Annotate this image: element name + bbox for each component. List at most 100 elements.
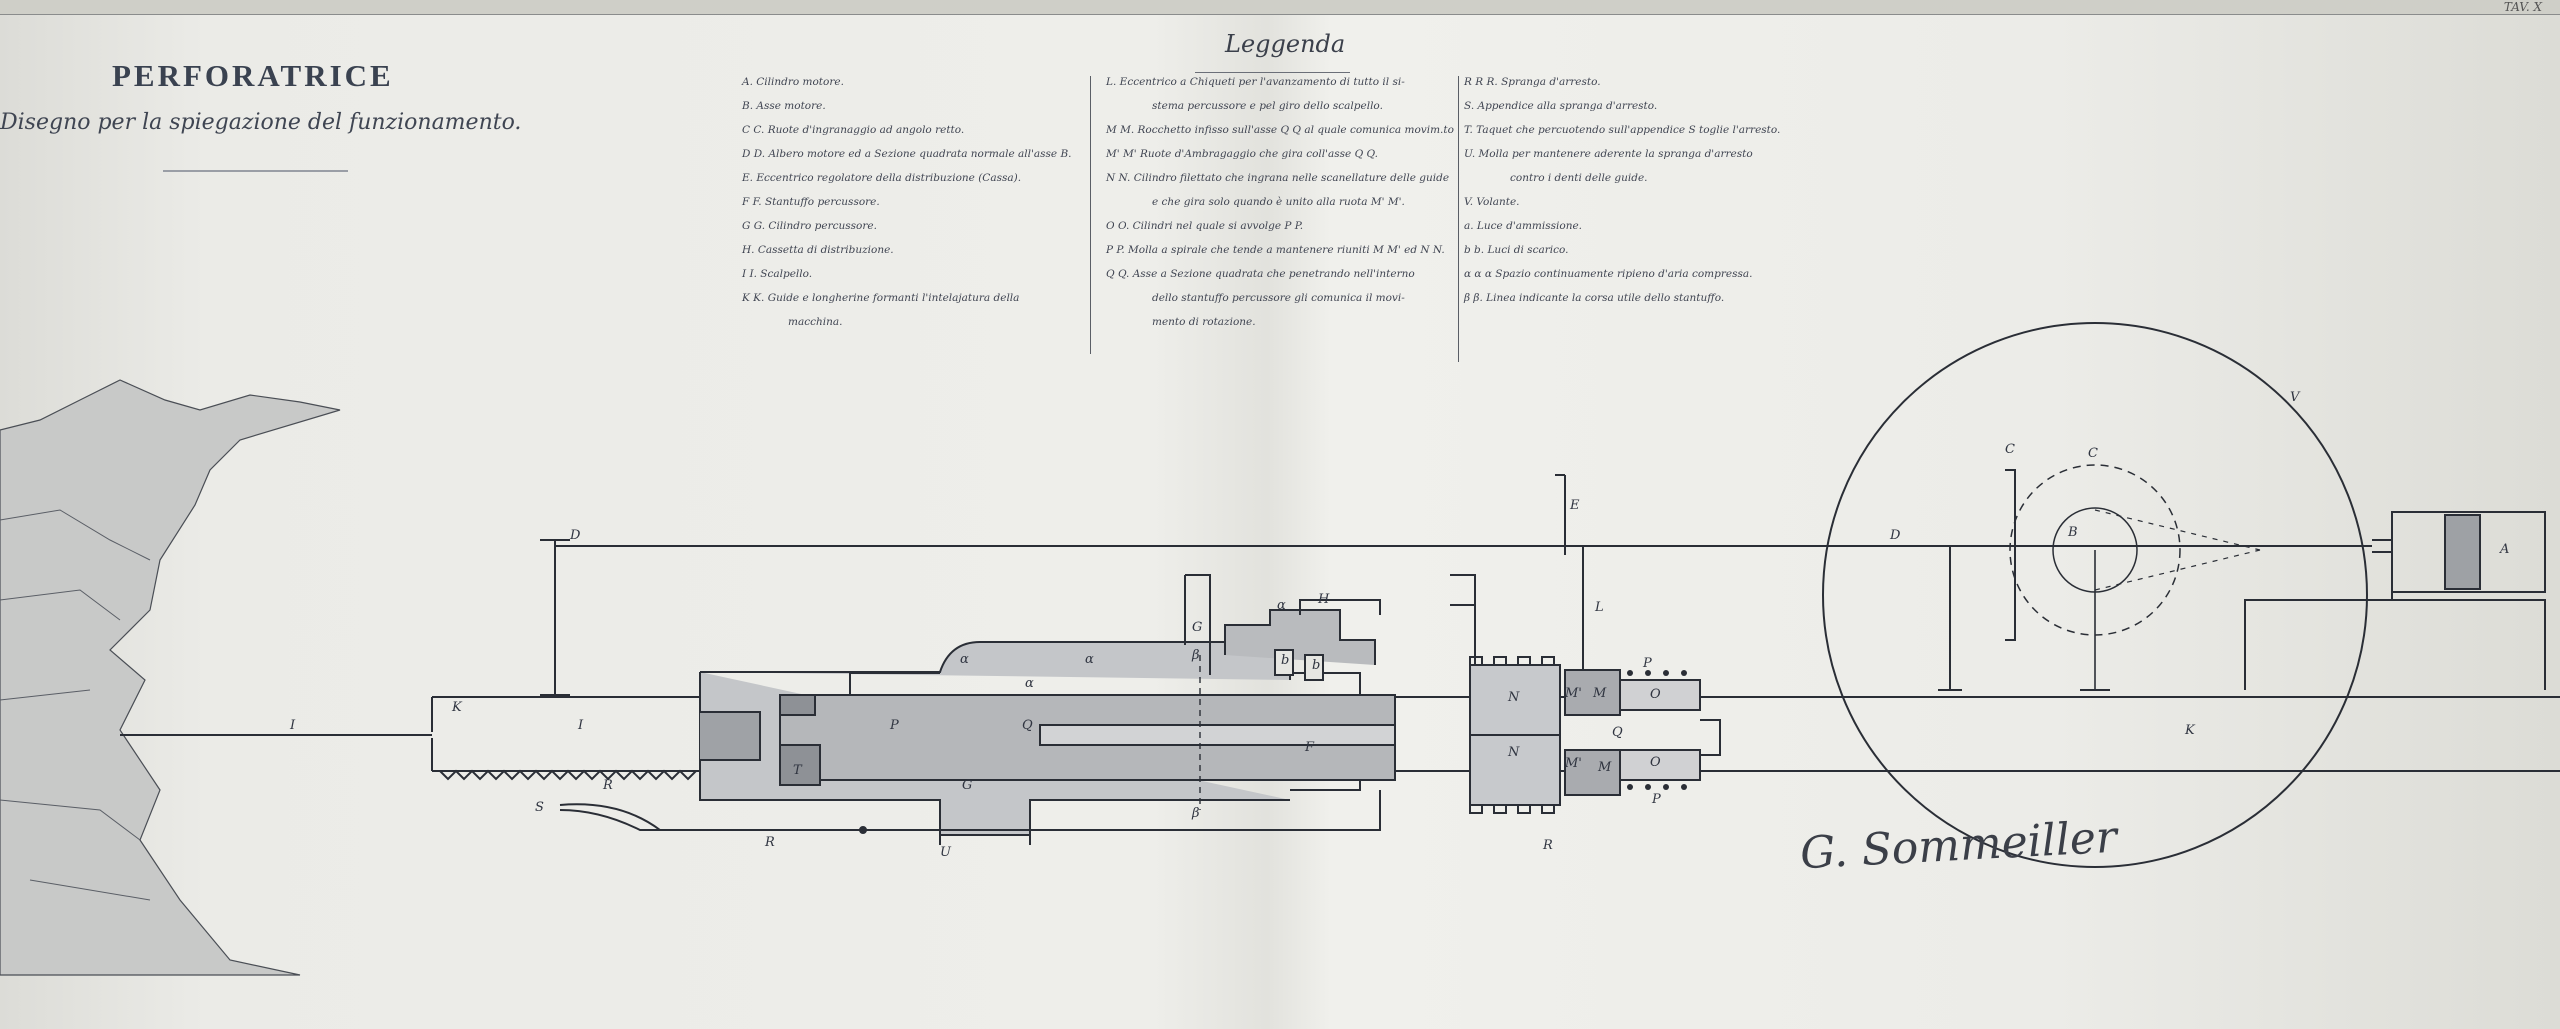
label-v: V (2290, 390, 2300, 405)
label-n: N (1508, 690, 1520, 705)
flywheel-v (1822, 322, 2368, 868)
label-alpha: α (960, 652, 969, 667)
legend-item: S. Appendice alla spranga d'arresto. (1464, 100, 1658, 112)
label-m-prime: M' (1565, 686, 1582, 701)
legend-item: C C. Ruote d'ingranaggio ad angolo retto… (742, 124, 965, 136)
legend-item: D D. Albero motore ed a Sezione quadrata… (742, 148, 1072, 160)
eccentric-rod (1555, 474, 1566, 555)
label-g: G (962, 778, 973, 793)
label-p: P (1643, 656, 1652, 671)
label-o: O (1650, 755, 1661, 770)
spring-coils-p (1627, 670, 1687, 790)
label-b: b (1312, 658, 1321, 673)
label-m-prime: M' (1565, 756, 1582, 771)
drawing-subtitle: Disegno per la spiegazione del funzionam… (0, 110, 522, 135)
shaft-support-left (540, 539, 570, 696)
label-r: R (1543, 838, 1553, 853)
legend-item: Q Q. Asse a Sezione quadrata che penetra… (1106, 268, 1415, 280)
label-k: K (2185, 723, 2195, 738)
connecting-lines (2094, 509, 2261, 591)
rock-face (0, 379, 341, 976)
label-q: Q (1022, 718, 1033, 733)
motor-cylinder-a (2372, 511, 2546, 600)
legend-item: P P. Molla a spirale che tende a mantene… (1106, 244, 1445, 256)
label-r: R (765, 835, 775, 850)
legend-item: mento di rotazione. (1152, 316, 1256, 328)
legend-item: b b. Luci di scarico. (1464, 244, 1569, 256)
cylinder-o-upper (1619, 679, 1701, 711)
legend-column-1: A. Cilindro motore. B. Asse motore. C C.… (742, 76, 1072, 340)
plate-number: TAV. X (2503, 0, 2542, 14)
stop-spring-s (559, 803, 661, 831)
label-d: D (570, 528, 581, 543)
legend-item: macchina. (788, 316, 843, 328)
label-n: N (1508, 745, 1520, 760)
label-m: M (1593, 686, 1607, 701)
legend-item: L. Eccentrico a Chiqueti per l'avanzamen… (1106, 76, 1405, 88)
label-beta: β (1192, 648, 1200, 663)
legend-item: I I. Scalpello. (742, 268, 813, 280)
legend-item: H. Cassetta di distribuzione. (742, 244, 894, 256)
cylinder-g-bracket (1184, 574, 1211, 675)
label-beta: β (1192, 806, 1200, 821)
gear-c-side (2005, 469, 2016, 641)
label-a: A (2500, 542, 2510, 557)
legend-separator (1090, 76, 1091, 354)
taquet-t (779, 744, 821, 786)
legend-column-2: L. Eccentrico a Chiqueti per l'avanzamen… (1106, 76, 1454, 340)
stop-bar-r (559, 790, 1381, 831)
port-b1 (1274, 649, 1294, 676)
legend-item: T. Taquet che percuotendo sull'appendice… (1464, 124, 1781, 136)
legend-item: A. Cilindro motore. (742, 76, 844, 88)
legend-item: B. Asse motore. (742, 100, 826, 112)
label-h: H (1318, 592, 1330, 607)
legend-separator (1458, 76, 1459, 362)
spring-u (939, 835, 1031, 845)
legend-heading-rule (1195, 72, 1350, 73)
label-i: I (578, 718, 584, 733)
legend-item: β β. Linea indicante la corsa utile dell… (1464, 292, 1725, 304)
legend-item: K K. Guide e longherine formanti l'intel… (742, 292, 1020, 304)
legend-item: N N. Cilindro filettato che ingrana nell… (1106, 172, 1450, 184)
label-e: E (1570, 498, 1580, 513)
legend-item: α α α Spazio continuamente ripieno d'ari… (1464, 268, 1753, 280)
legend-item: M M. Rocchetto infisso sull'asse Q Q al … (1106, 124, 1454, 136)
label-t: T (793, 763, 802, 778)
label-i: I (290, 718, 296, 733)
legend-item: G G. Cilindro percussore. (742, 220, 877, 232)
label-s: S (535, 800, 544, 815)
legend-item: V. Volante. (1464, 196, 1520, 208)
motor-piston (2444, 514, 2481, 590)
label-c: C (2088, 446, 2098, 461)
legend-item: E. Eccentrico regolatore della distribuz… (742, 172, 1022, 184)
label-u: U (940, 845, 951, 860)
legend-item: U. Molla per mantenere aderente la spran… (1464, 148, 1753, 160)
label-q: Q (1612, 725, 1623, 740)
legend-column-3: R R R. Spranga d'arresto. S. Appendice a… (1464, 76, 1780, 316)
title-underline (163, 170, 348, 172)
legend-item: a. Luce d'ammissione. (1464, 220, 1583, 232)
drawing-title: PERFORATRICE (112, 58, 394, 93)
legend-item: R R R. Spranga d'arresto. (1464, 76, 1601, 88)
label-alpha: α (1025, 676, 1034, 691)
label-p: P (1652, 792, 1661, 807)
label-d: D (1890, 528, 1901, 543)
legend-heading: Leggenda (1225, 30, 1346, 58)
cylinder-o-lower (1619, 749, 1701, 781)
label-b: b (1281, 653, 1290, 668)
threaded-cylinder-n-lower (1469, 734, 1561, 806)
label-l: L (1595, 600, 1604, 615)
label-g: G (1192, 620, 1203, 635)
wheel-m-lower (1564, 749, 1621, 796)
shaft-support-right (1938, 545, 1962, 691)
label-f: F (1305, 740, 1315, 755)
label-b-axis: B (2068, 525, 2078, 540)
legend-item: e che gira solo quando è unito alla ruot… (1152, 196, 1405, 208)
sheet-top-edge (0, 0, 2560, 15)
label-alpha: α (1085, 652, 1094, 667)
label-alpha: α (1277, 598, 1286, 613)
label-c: C (2005, 442, 2015, 457)
label-o: O (1650, 687, 1661, 702)
